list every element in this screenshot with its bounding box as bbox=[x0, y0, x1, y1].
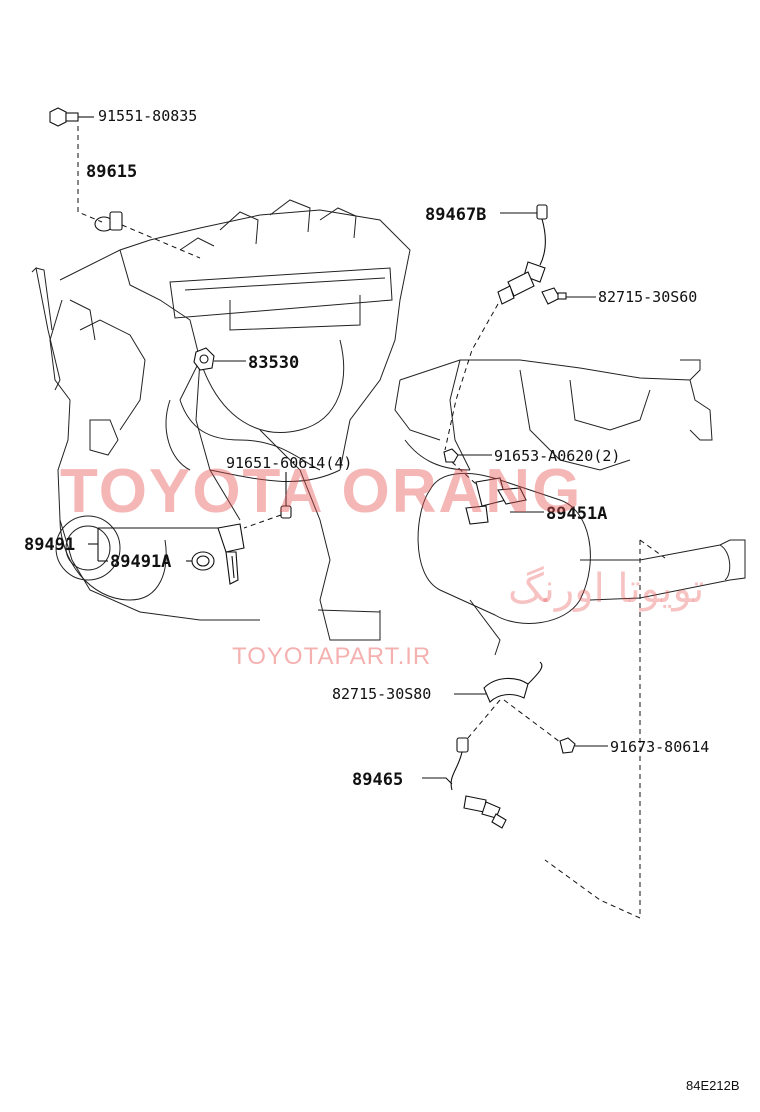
bolt-91551-80835-icon bbox=[49, 107, 79, 127]
callout-91673-80614: 91673-80614 bbox=[610, 738, 709, 756]
crank-position-sensor-icon bbox=[94, 211, 123, 232]
air-fuel-ratio-sensor-icon bbox=[497, 204, 548, 305]
callout-82715-30s60: 82715-30S60 bbox=[598, 288, 697, 306]
callout-91653-a0620: 91653-A0620(2) bbox=[494, 447, 620, 465]
clamp-82715-30s80-icon bbox=[483, 661, 543, 703]
watermark-main: TOYOTA ORANG bbox=[60, 457, 582, 526]
callout-89491a: 89491A bbox=[110, 552, 171, 572]
watermark-site: TOYOTAPART.IR bbox=[232, 643, 431, 670]
callout-82715-30s80: 82715-30S80 bbox=[332, 685, 431, 703]
callout-91551-80835: 91551-80835 bbox=[98, 107, 197, 125]
diagram-code: 84E212B bbox=[686, 1078, 740, 1093]
oil-pressure-switch-icon bbox=[193, 347, 215, 371]
engine-assembly bbox=[31, 199, 746, 656]
callout-91651-60614: 91651-60614(4) bbox=[226, 454, 352, 472]
leader-lines bbox=[77, 116, 666, 919]
watermark-persian: تویوتا اورنگ bbox=[508, 566, 704, 612]
sensor-89451a-icon bbox=[465, 477, 527, 525]
clamp-82715-30s60-icon bbox=[541, 287, 567, 305]
oxygen-sensor-icon bbox=[450, 737, 507, 829]
callout-83530: 83530 bbox=[248, 353, 299, 373]
washer-89491a-icon bbox=[191, 551, 215, 571]
bolt-91673-80614-icon bbox=[559, 737, 576, 754]
knock-sensor-icon bbox=[217, 523, 245, 585]
bolt-91653-a0620-icon bbox=[443, 448, 459, 463]
callout-89467b: 89467B bbox=[425, 205, 486, 225]
callout-89615: 89615 bbox=[86, 162, 137, 182]
callout-89465: 89465 bbox=[352, 770, 403, 790]
callout-89491: 89491 bbox=[24, 535, 75, 555]
callout-89451a: 89451A bbox=[546, 504, 607, 524]
